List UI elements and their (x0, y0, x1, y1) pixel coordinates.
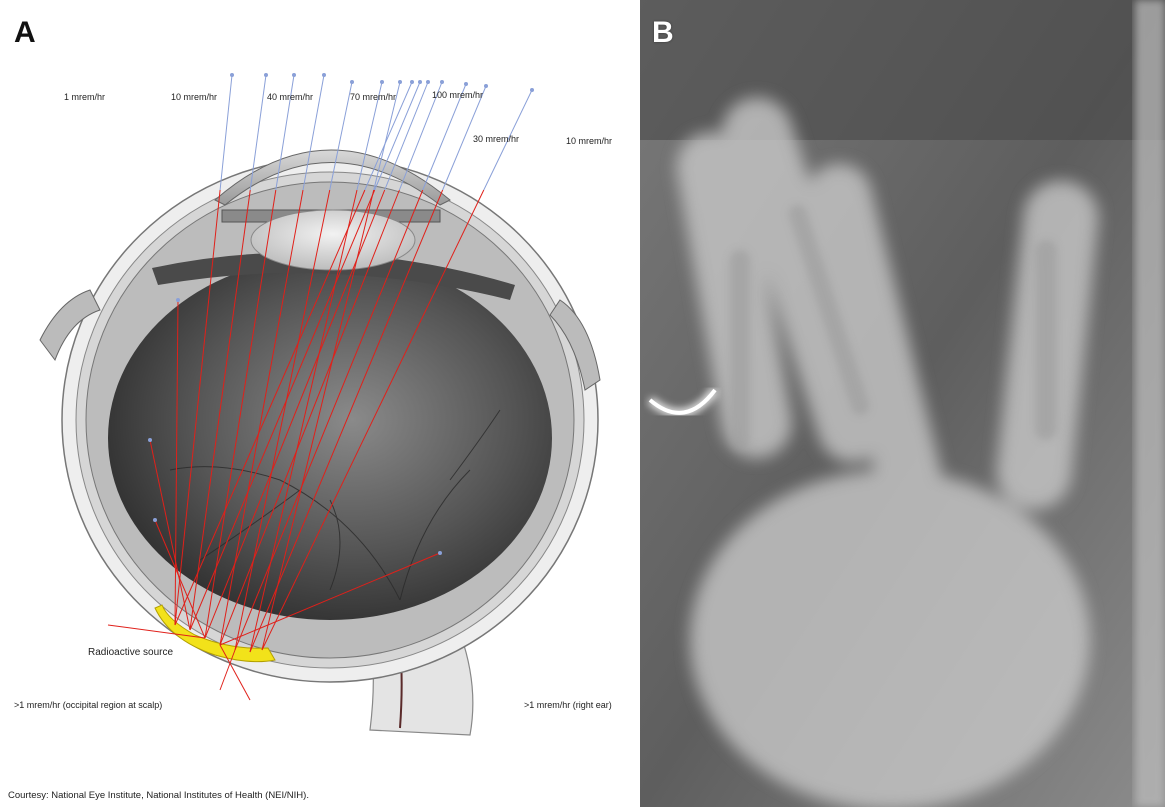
bottom-left-dose-label: >1 mrem/hr (occipital region at scalp) (14, 700, 162, 710)
ray-tip-10 (440, 80, 444, 84)
ray-tail-0 (220, 75, 232, 190)
eye-illustration (0, 0, 636, 807)
dose-label-4: 70 mrem/hr (350, 92, 396, 102)
ray-tip-7 (410, 80, 414, 84)
ray-tip-8 (418, 80, 422, 84)
ray-tip-3 (322, 73, 326, 77)
ray-tip-13 (530, 88, 534, 92)
source-label: Radioactive source (88, 647, 173, 658)
ray-tip-2 (292, 73, 296, 77)
ray-low-tip-0 (176, 298, 180, 302)
bottom-right-dose-label: >1 mrem/hr (right ear) (524, 700, 612, 710)
panel-letter-a: A (14, 16, 36, 50)
dose-label-2: 10 mrem/hr (171, 92, 217, 102)
ray-tip-0 (230, 73, 234, 77)
panel-letter-b: B (652, 16, 674, 50)
ray-tip-9 (426, 80, 430, 84)
hand-image (640, 0, 1165, 807)
panel-b-hand-autoradiograph: B (640, 0, 1165, 807)
image-credit: Courtesy: National Eye Institute, Nation… (8, 790, 309, 801)
dose-label-7: 10 mrem/hr (566, 136, 612, 146)
dose-label-3: 40 mrem/hr (267, 92, 313, 102)
lens (251, 210, 415, 270)
panel-a-eye-diagram: A 1 mrem/hr 10 mrem/hr 40 mrem/hr 70 mre… (0, 0, 636, 807)
ray-low-tip-3 (438, 551, 442, 555)
ray-tip-6 (398, 80, 402, 84)
dose-label-1: 1 mrem/hr (64, 92, 105, 102)
ray-tip-11 (464, 82, 468, 86)
ray-tip-1 (264, 73, 268, 77)
dose-label-5: 100 mrem/hr (432, 90, 483, 100)
ray-tip-4 (350, 80, 354, 84)
ray-tip-5 (380, 80, 384, 84)
ray-tip-12 (484, 84, 488, 88)
dose-label-6: 30 mrem/hr (473, 134, 519, 144)
ray-low-tip-2 (153, 518, 157, 522)
ray-low-tip-1 (148, 438, 152, 442)
